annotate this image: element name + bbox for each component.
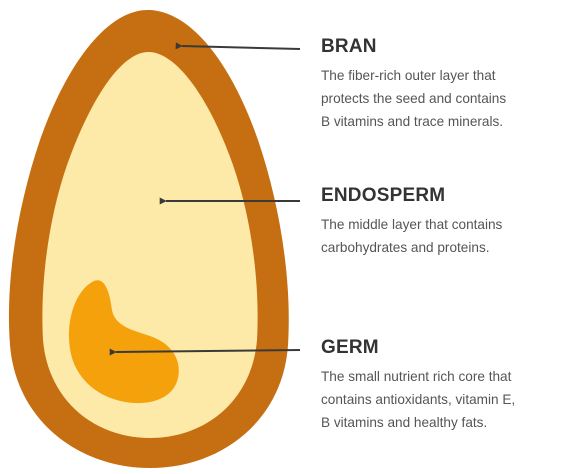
germ-description-line: B vitamins and healthy fats. xyxy=(321,411,561,434)
germ-description: The small nutrient rich core that contai… xyxy=(321,365,561,434)
bran-description: The fiber-rich outer layer that protects… xyxy=(321,64,561,133)
endosperm-description-line: The middle layer that contains xyxy=(321,213,561,236)
bran-description-line: B vitamins and trace minerals. xyxy=(321,110,561,133)
bran-description-line: The fiber-rich outer layer that xyxy=(321,64,561,87)
endosperm-heading: ENDOSPERM xyxy=(321,185,561,207)
bran-label-block: BRAN The fiber-rich outer layer that pro… xyxy=(321,36,561,133)
bran-heading: BRAN xyxy=(321,36,561,58)
endosperm-description-line: carbohydrates and proteins. xyxy=(321,236,561,259)
germ-description-line: The small nutrient rich core that xyxy=(321,365,561,388)
endosperm-label-block: ENDOSPERM The middle layer that contains… xyxy=(321,185,561,259)
germ-heading: GERM xyxy=(321,337,561,359)
endosperm-description: The middle layer that contains carbohydr… xyxy=(321,213,561,259)
germ-description-line: contains antioxidants, vitamin E, xyxy=(321,388,561,411)
germ-label-block: GERM The small nutrient rich core that c… xyxy=(321,337,561,434)
bran-description-line: protects the seed and contains xyxy=(321,87,561,110)
